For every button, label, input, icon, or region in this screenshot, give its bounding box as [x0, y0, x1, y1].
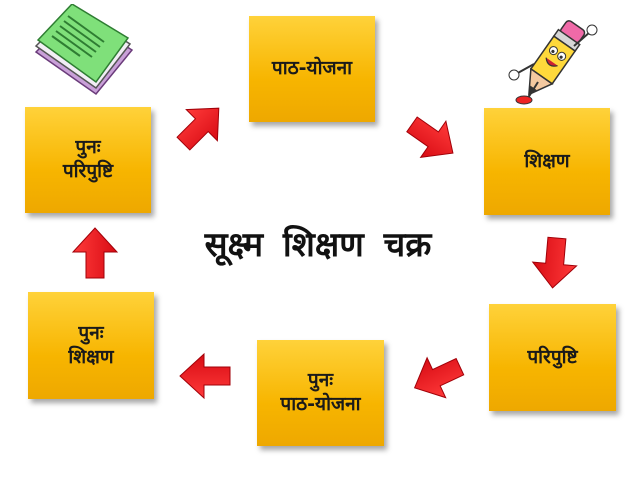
arrow-icon — [530, 235, 580, 291]
step-box-re-feedback: पुनः परिपुष्टि — [25, 107, 151, 213]
step-box-re-lesson-plan: पुनः पाठ-योजना — [257, 340, 384, 446]
step-box-teaching: शिक्षण — [484, 108, 610, 215]
step-label: पाठ-योजना — [271, 57, 353, 80]
arrow-icon — [72, 227, 118, 279]
arrow-icon — [404, 346, 470, 409]
step-label-line-1: पुनः — [307, 369, 334, 392]
notebook-icon — [34, 4, 134, 96]
step-label-line-2: शिक्षण — [68, 345, 114, 368]
diagram-center-title: सूक्ष्म शिक्षण चक्र — [204, 225, 432, 265]
arrow-icon — [167, 92, 235, 160]
step-label-line-2: पाठ-योजना — [280, 393, 361, 415]
step-label-line-1: पुनः — [75, 136, 101, 159]
step-box-lesson-plan: पाठ-योजना — [249, 16, 375, 122]
arrow-icon — [179, 353, 231, 399]
step-label-line-2: परिपुष्टि — [62, 160, 114, 182]
step-box-re-teaching: पुनः शिक्षण — [28, 292, 154, 399]
step-label-line-1: पुनः — [78, 321, 104, 344]
step-box-feedback: परिपुष्टि — [489, 304, 616, 411]
pencil-mascot-icon — [508, 20, 598, 105]
arrow-icon — [398, 105, 467, 172]
step-label: शिक्षण — [524, 149, 570, 172]
step-label: परिपुष्टि — [527, 345, 578, 368]
